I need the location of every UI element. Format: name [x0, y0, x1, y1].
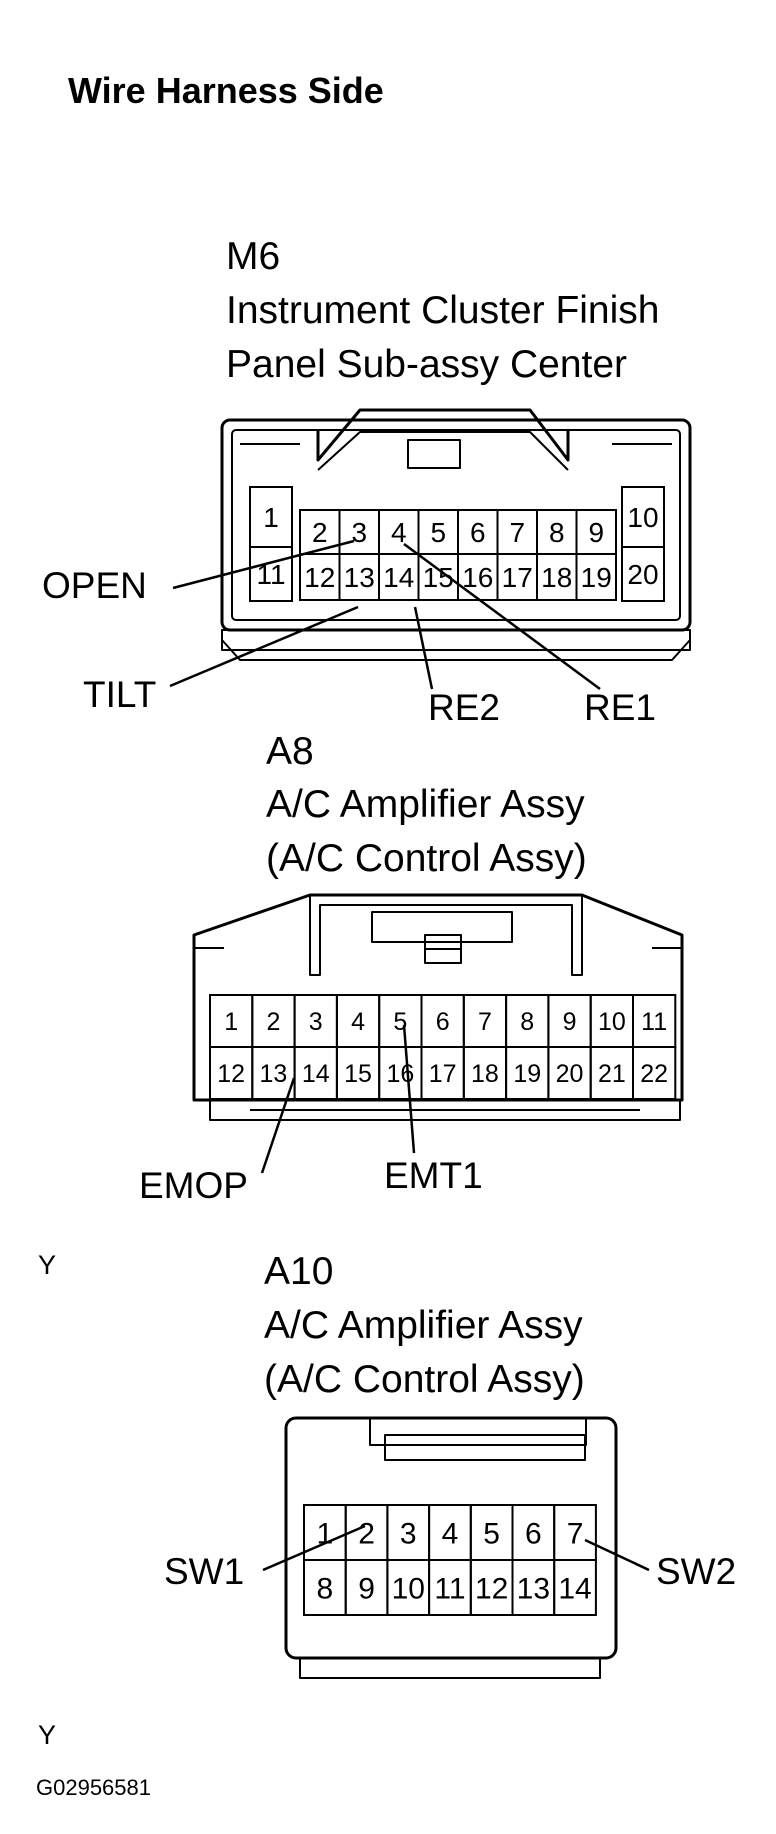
a8-connector-id: A8 — [266, 730, 314, 773]
m6-pin-18: 18 — [541, 562, 572, 593]
m6-pin-5: 5 — [430, 517, 446, 548]
a10-signal-sw1: SW1 — [164, 1551, 245, 1592]
a8-pin-10: 10 — [598, 1008, 626, 1036]
a10-sw2-leader — [584, 1538, 650, 1572]
m6-pin-6: 6 — [470, 517, 486, 548]
a8-pin-7: 7 — [478, 1008, 492, 1036]
m6-pin-2: 2 — [312, 517, 328, 548]
a8-pin-21: 21 — [598, 1060, 626, 1088]
m6-pin-12: 12 — [304, 562, 335, 593]
m6-pin-17: 17 — [502, 562, 533, 593]
a8-emop-leader — [260, 1077, 296, 1174]
a8-pin-13: 13 — [260, 1060, 288, 1088]
m6-connector-name-line2: Panel Sub-assy Center — [226, 343, 628, 386]
m6-pin-cell-11 — [249, 546, 293, 602]
m6-tilt-leader — [169, 605, 359, 688]
m6-pin-16: 16 — [462, 562, 493, 593]
a10-pin-13: 13 — [517, 1572, 550, 1605]
figure-code: G02956581 — [36, 1775, 151, 1800]
m6-signal-open: OPEN — [42, 565, 147, 606]
a8-pin-2: 2 — [266, 1008, 280, 1036]
a8-pin-6: 6 — [436, 1008, 450, 1036]
m6-signal-tilt: TILT — [83, 674, 157, 715]
a8-pin-12: 12 — [217, 1060, 245, 1088]
m6-pin-cell-20 — [621, 546, 665, 602]
a8-pin-19: 19 — [513, 1060, 541, 1088]
a10-pin-cell-14 — [553, 1559, 597, 1616]
a10-pin-6: 6 — [525, 1517, 542, 1550]
page-title: Wire Harness Side — [68, 70, 384, 111]
a8-pin-18: 18 — [471, 1060, 499, 1088]
a10-pin-3: 3 — [400, 1517, 417, 1550]
a8-pin-11: 11 — [641, 1008, 667, 1036]
a10-pin-12: 12 — [475, 1572, 508, 1605]
m6-pin-cell-19 — [575, 553, 617, 601]
m6-pin-1: 1 — [263, 502, 279, 533]
a8-pin-14: 14 — [302, 1060, 330, 1088]
a8-pin-17: 17 — [429, 1060, 457, 1088]
a8-pin-9: 9 — [563, 1008, 577, 1036]
a10-color-code: Y — [38, 1720, 57, 1750]
a10-sw1-leader — [262, 1524, 366, 1572]
a8-pin-3: 3 — [309, 1008, 323, 1036]
m6-pin-3: 3 — [351, 517, 367, 548]
a8-connector-name-line2: (A/C Control Assy) — [266, 837, 587, 880]
m6-pin-20: 20 — [627, 559, 658, 590]
a10-pin-8: 8 — [317, 1572, 334, 1605]
m6-re2-leader — [413, 606, 434, 690]
a8-connector-name-line1: A/C Amplifier Assy — [266, 783, 585, 826]
m6-signal-re1: RE1 — [584, 687, 656, 728]
m6-connector-id: M6 — [226, 235, 281, 278]
a8-pin-20: 20 — [556, 1060, 584, 1088]
a10-pin-14: 14 — [558, 1572, 591, 1605]
m6-pin-7: 7 — [509, 517, 525, 548]
m6-connector-housing — [220, 408, 692, 661]
a10-pin-10: 10 — [392, 1572, 425, 1605]
a10-connector-id: A10 — [264, 1250, 334, 1293]
a10-pin-7: 7 — [567, 1517, 584, 1550]
m6-pin-4: 4 — [391, 517, 407, 548]
a8-pin-22: 22 — [640, 1060, 668, 1088]
a8-pin-1: 1 — [224, 1008, 238, 1036]
m6-connector-name-line1: Instrument Cluster Finish — [226, 289, 660, 332]
a10-pin-9: 9 — [358, 1572, 375, 1605]
m6-pin-14: 14 — [383, 562, 414, 593]
a10-pin-11: 11 — [434, 1572, 465, 1605]
a8-pin-cell-22 — [632, 1046, 677, 1100]
a8-pin-8: 8 — [520, 1008, 534, 1036]
a10-pin-2: 2 — [358, 1517, 375, 1550]
a10-connector-name-line2: (A/C Control Assy) — [264, 1358, 585, 1401]
a8-signal-emop: EMOP — [139, 1165, 248, 1206]
a10-signal-sw2: SW2 — [656, 1551, 737, 1592]
m6-pin-8: 8 — [549, 517, 565, 548]
a8-pin-4: 4 — [351, 1008, 365, 1036]
m6-signal-re2: RE2 — [428, 687, 500, 728]
m6-pin-19: 19 — [581, 562, 612, 593]
a8-signal-emt1: EMT1 — [384, 1155, 483, 1196]
a10-pin-5: 5 — [483, 1517, 500, 1550]
a8-emt1-leader — [402, 1024, 416, 1154]
a8-connector-housing — [192, 893, 684, 1121]
m6-re1-leader — [403, 542, 601, 691]
m6-open-leader — [172, 539, 355, 590]
a10-connector-name-line1: A/C Amplifier Assy — [264, 1304, 583, 1347]
a10-pin-4: 4 — [442, 1517, 459, 1550]
a8-color-code: Y — [38, 1250, 57, 1280]
m6-pin-9: 9 — [588, 517, 604, 548]
a8-pin-15: 15 — [344, 1060, 372, 1088]
a8-pin-16: 16 — [386, 1060, 414, 1088]
a10-connector-housing — [284, 1416, 618, 1679]
m6-pin-10: 10 — [627, 502, 658, 533]
m6-pin-13: 13 — [344, 562, 375, 593]
